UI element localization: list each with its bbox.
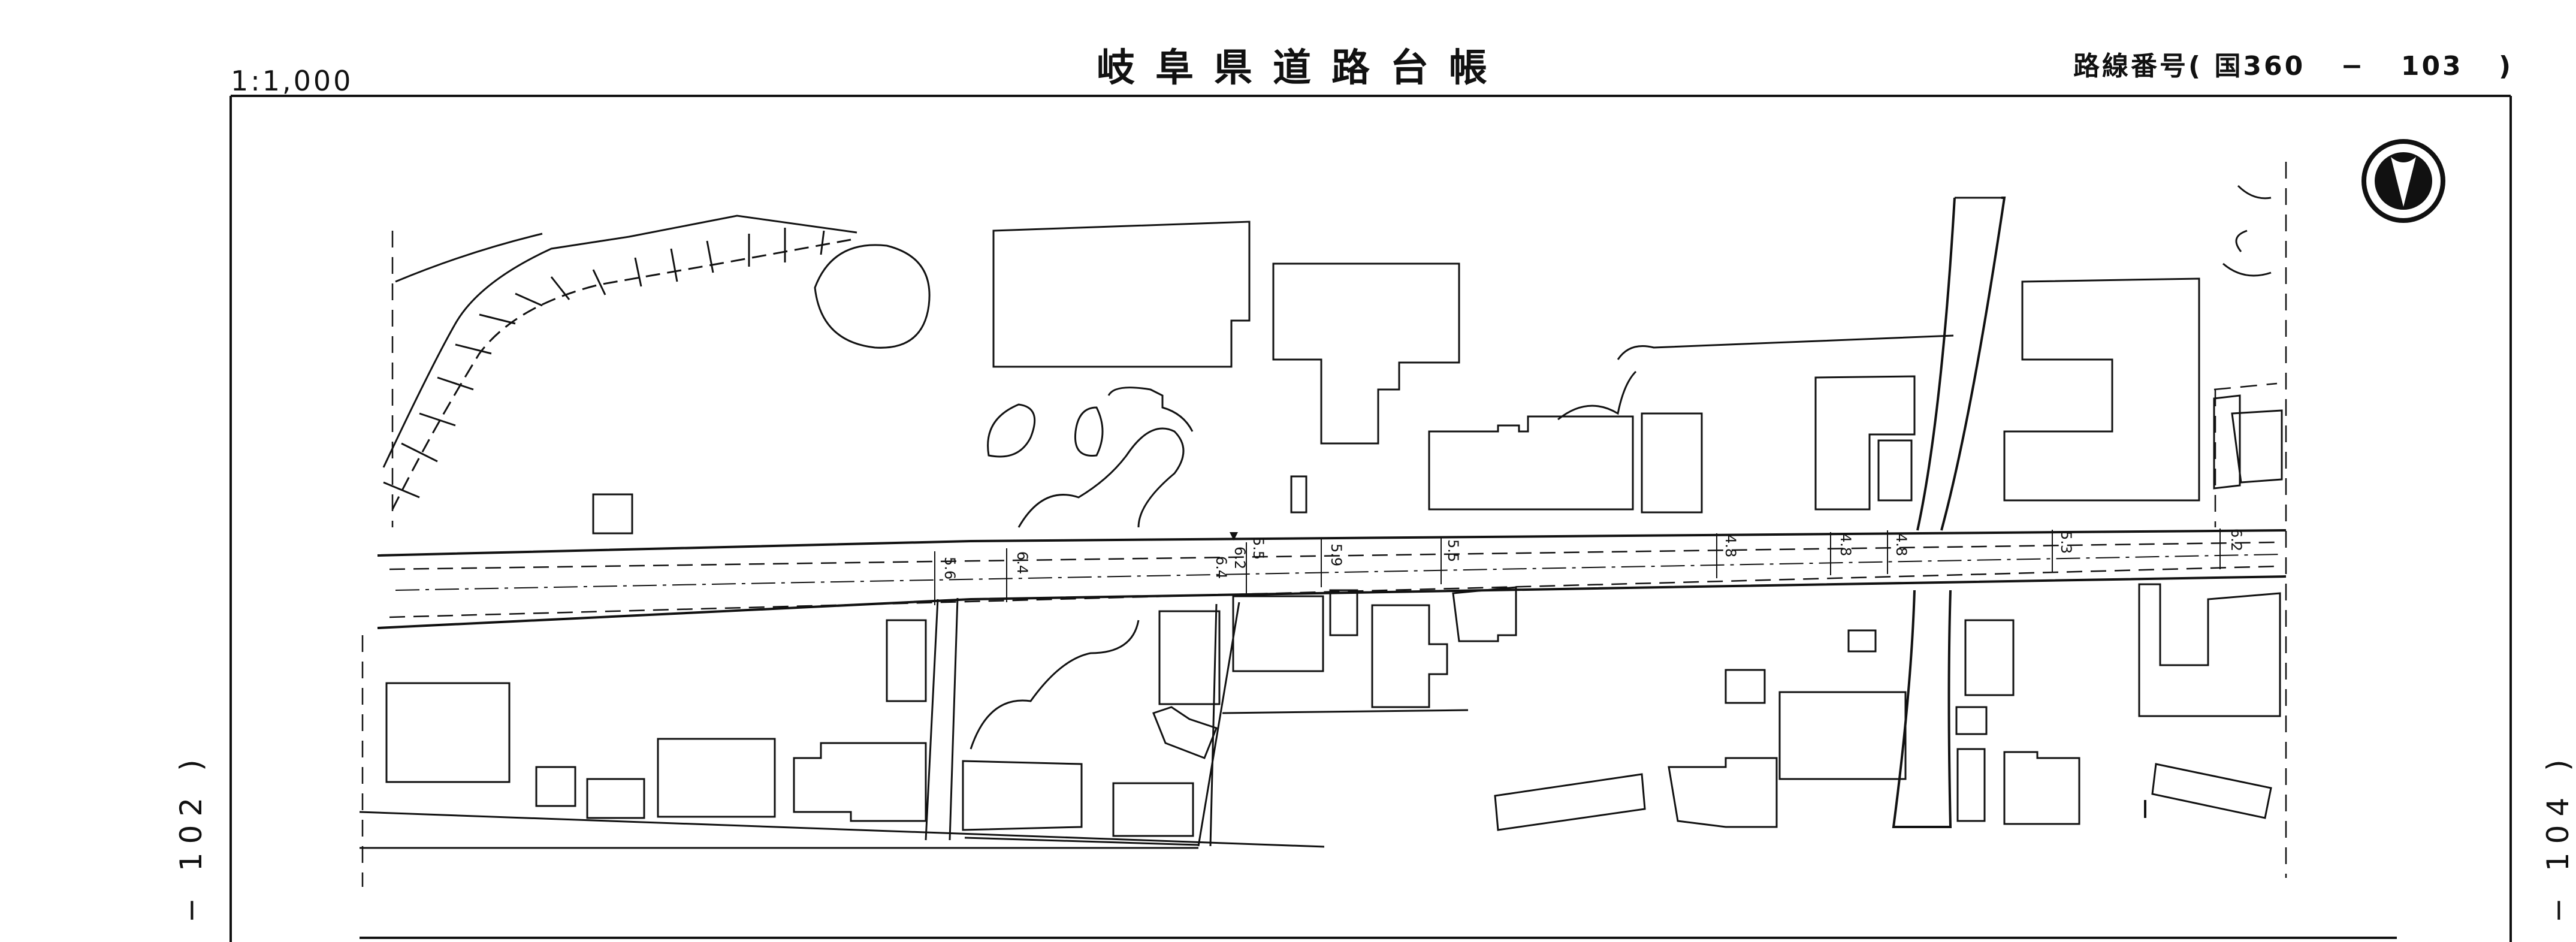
main-road: [377, 529, 2287, 629]
road-ticks: [934, 529, 2221, 605]
road-width-label: 6.4: [1014, 551, 1031, 574]
route-code: 国360: [2214, 51, 2306, 81]
buildings-north: [592, 221, 2283, 535]
north-arrow-icon: [2361, 139, 2445, 223]
map-scale: 1:1,000: [231, 65, 354, 97]
route-dash: −: [2341, 51, 2366, 81]
road-width-label: 5.3: [2058, 531, 2074, 554]
route-prefix: 路線番号(: [2073, 51, 2203, 81]
road-width-label: 6.2: [1231, 547, 1248, 569]
route-sheet: 103: [2400, 51, 2463, 81]
road-width-label: 4.8: [1893, 533, 1910, 556]
route-number: 路線番号( 国360 − 103 ): [2073, 44, 2513, 83]
road-width-label: 4.8: [1837, 533, 1854, 556]
road-width-label: 5.5: [1445, 539, 1461, 562]
road-width-label: 5.5: [1250, 537, 1267, 560]
road-width-label: 5.6: [941, 557, 958, 579]
cross-streets: [359, 197, 2006, 849]
survey-point-icon: [1230, 532, 1238, 541]
pond-areas: [814, 185, 2272, 750]
road-width-label: 5.9: [1328, 544, 1345, 566]
road-width-labels: 5.6 6.4 5.5 6.2 6.4 5.9 5.5 4.8 4.8 4.8 …: [941, 529, 2245, 579]
buildings-south: [385, 583, 2281, 837]
road-width-label: 4.8: [1722, 535, 1739, 557]
route-close: ): [2499, 51, 2514, 81]
road-width-label: 6.4: [1213, 556, 1230, 579]
road-width-label: 6.2: [2228, 529, 2245, 551]
embankment: [382, 215, 857, 510]
page-title: 岐阜県道路台帳: [1097, 46, 1508, 90]
boundary-lines: [361, 162, 2287, 887]
